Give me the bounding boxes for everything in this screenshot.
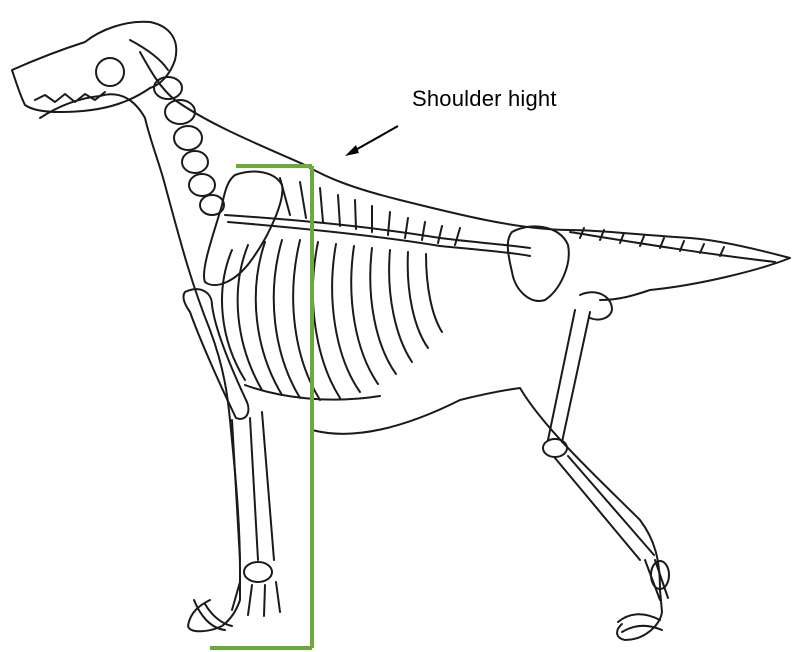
cervical-vertebrae [154, 77, 224, 215]
scapula [204, 172, 282, 285]
front-leg-bones [183, 289, 280, 630]
dog-body-outline [40, 52, 790, 640]
hind-leg-bones [508, 226, 669, 632]
shoulder-height-bracket [210, 166, 312, 648]
tail-vertebrae [570, 228, 775, 262]
eye-socket [96, 58, 124, 86]
ribcage [222, 240, 442, 400]
shoulder-height-label: Shoulder hight [412, 86, 557, 112]
spine [225, 178, 530, 256]
annotation-arrow [345, 126, 398, 156]
